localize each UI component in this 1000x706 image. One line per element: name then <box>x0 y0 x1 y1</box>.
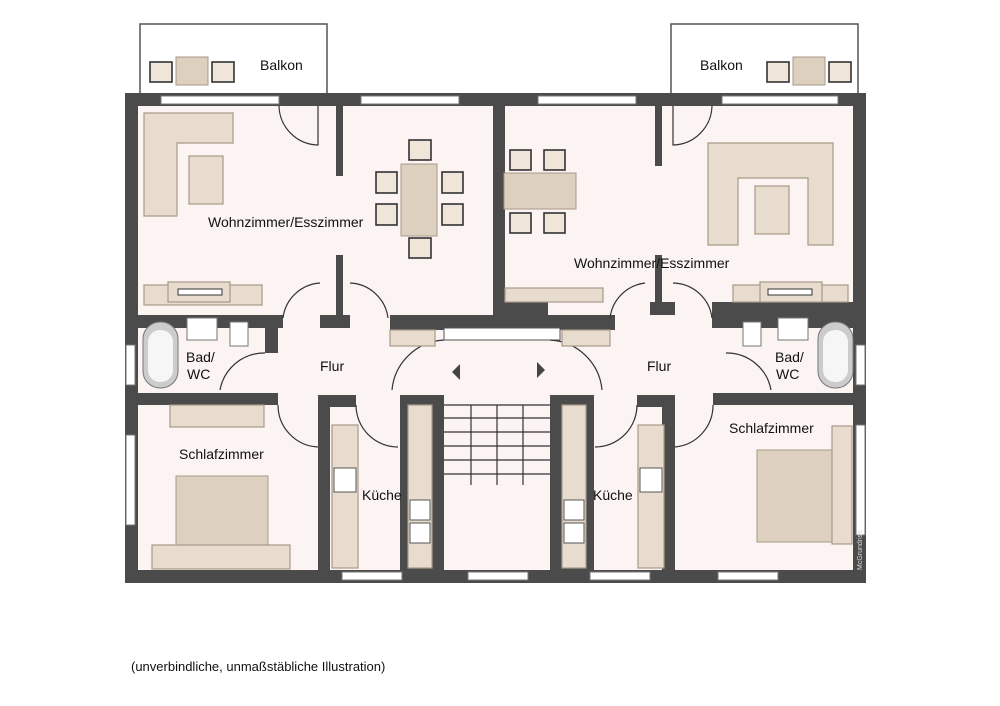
balcony-left <box>139 23 328 97</box>
room-label-schlafzimmer-left: Schlafzimmer <box>179 446 264 462</box>
room-label-wc-right: WC <box>776 366 799 382</box>
room-label-bad-right: Bad/ <box>775 349 804 365</box>
room-label-wc-left: WC <box>187 366 210 382</box>
balcony-right <box>670 23 859 97</box>
room-label-wohnzimmer-left: Wohnzimmer/Esszimmer <box>208 214 364 230</box>
room-label-balkon-right: Balkon <box>700 57 743 73</box>
room-label-bad-left: Bad/ <box>186 349 215 365</box>
room-label-wohnzimmer-right: Wohnzimmer/Esszimmer <box>574 255 730 271</box>
room-label-flur-right: Flur <box>647 358 671 374</box>
watermark: McGrundriss <box>857 530 864 570</box>
room-label-schlafzimmer-right: Schlafzimmer <box>729 420 814 436</box>
staircase[interactable] <box>444 404 550 485</box>
room-label-balkon-left: Balkon <box>260 57 303 73</box>
caption: (unverbindliche, unmaßstäbliche Illustra… <box>131 659 385 674</box>
windows <box>125 95 866 581</box>
arrow-right-icon <box>537 362 545 378</box>
room-label-kueche-left: Küche <box>362 487 402 503</box>
arrow-left-icon <box>452 364 460 380</box>
room-label-kueche-right: Küche <box>593 487 633 503</box>
furniture <box>142 56 854 570</box>
room-label-flur-left: Flur <box>320 358 344 374</box>
